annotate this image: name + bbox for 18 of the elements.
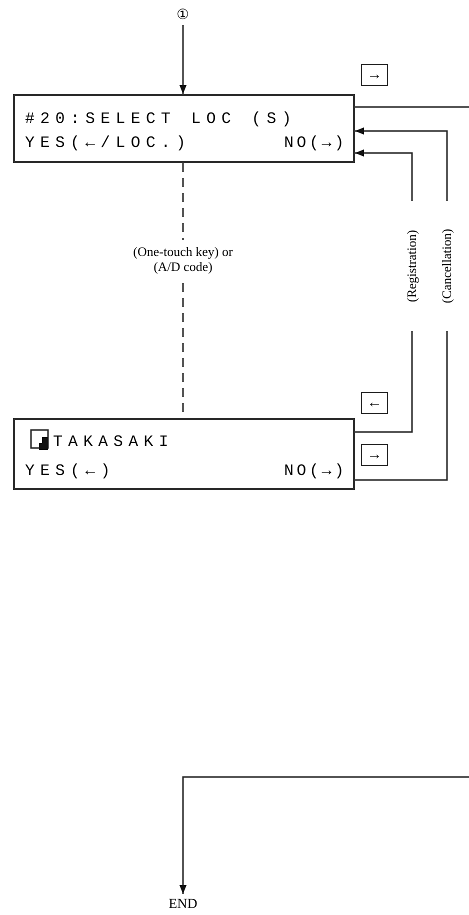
- display-text: TAKASAKI: [53, 433, 174, 451]
- display-text: #20:SELECT LOC (S): [25, 110, 297, 128]
- edge-label: (Registration): [404, 201, 420, 331]
- arrow: [179, 776, 469, 894]
- display-screen: [13, 94, 355, 163]
- key-label: →: [361, 64, 388, 86]
- display-screen: [13, 418, 355, 490]
- option-text: YES(←): [25, 462, 116, 480]
- option-text: YES(←/LOC.): [25, 134, 192, 152]
- key-label: →: [361, 444, 388, 466]
- arrow: [179, 25, 187, 94]
- end-label: END: [168, 896, 198, 913]
- option-text: NO(→): [284, 134, 347, 152]
- key-label: ←: [361, 392, 388, 414]
- edge-label: (Cancellation): [439, 201, 455, 331]
- step-number: ①: [176, 7, 190, 25]
- option-text: NO(→): [284, 462, 347, 480]
- connector-line: [355, 106, 469, 108]
